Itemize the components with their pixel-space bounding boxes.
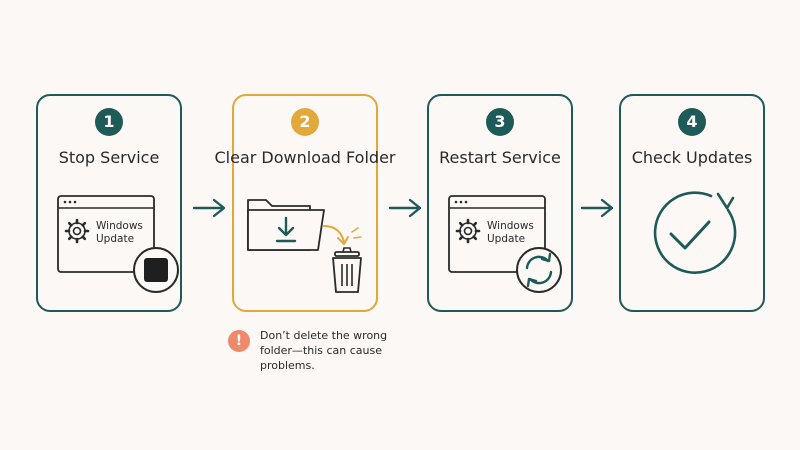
step-card-clear-download-folder: 2 Clear Download Folder [215, 94, 396, 312]
step-title: Restart Service [439, 148, 561, 167]
step-number-badge: 2 [291, 108, 319, 136]
gear-icon [455, 218, 481, 244]
trash-icon [332, 247, 362, 293]
service-window-restart-icon [448, 195, 562, 293]
arrow-right-icon [388, 198, 422, 218]
warning-note: Don’t delete the wrong folder—this can c… [260, 329, 388, 372]
window-label: Windows Update [487, 220, 534, 245]
stop-icon [133, 247, 179, 293]
refresh-icon [516, 247, 562, 293]
check-update-icon [653, 191, 737, 274]
download-folder-icon [247, 199, 325, 251]
service-window-stop-icon [57, 195, 179, 293]
window-label: Windows Update [96, 220, 143, 245]
step-card-check-updates: 4 Check Updates [619, 94, 765, 312]
step-card-stop-service: 1 Stop Service Windows Update [36, 94, 182, 312]
arrow-right-icon [192, 198, 226, 218]
step-title: Check Updates [631, 148, 753, 167]
step-title: Clear Download Folder [214, 148, 396, 167]
step-number-badge: 4 [678, 108, 706, 136]
step-card-restart-service: 3 Restart Service Windows Update [427, 94, 573, 312]
exclamation-icon: ! [228, 330, 250, 352]
curved-arrow-icon [323, 225, 362, 245]
step-title: Stop Service [58, 148, 160, 167]
arrow-right-icon [580, 198, 614, 218]
gear-icon [64, 218, 90, 244]
step-number-badge: 3 [486, 108, 514, 136]
step-number-badge: 1 [95, 108, 123, 136]
download-folder-trash-illustration [247, 199, 362, 293]
